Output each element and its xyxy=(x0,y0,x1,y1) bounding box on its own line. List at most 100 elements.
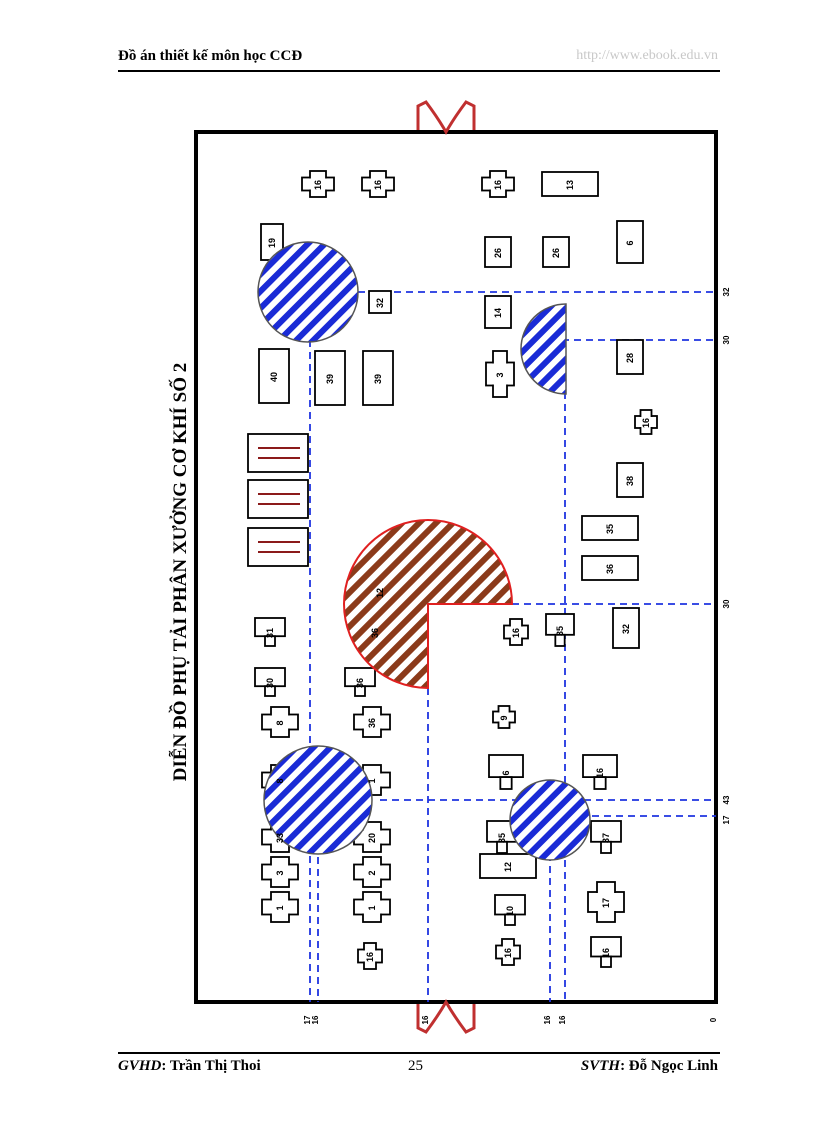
machine-label-38: 1 xyxy=(275,905,285,910)
load-circle-center xyxy=(343,519,514,690)
machine-label-36: 2 xyxy=(367,870,377,875)
machine-label-42: 16 xyxy=(503,948,513,958)
machine-label-26: 9 xyxy=(499,715,509,720)
machine-label-5: 19 xyxy=(267,238,277,248)
machine-2 xyxy=(361,170,395,198)
machine-32 xyxy=(353,821,391,853)
machine-label-35: 3 xyxy=(275,870,285,875)
machine-label-34: 37 xyxy=(601,833,611,843)
machine-label-30: 16 xyxy=(595,768,605,778)
bottom-feeder-label-3: 16 xyxy=(421,1015,430,1024)
footer-rule xyxy=(118,1052,720,1054)
page-header: Đồ án thiết kế môn học CCĐ http://www.eb… xyxy=(118,48,718,70)
machine-label-18: 35 xyxy=(605,524,615,534)
machine-label-22: 30 xyxy=(265,678,275,688)
machine-label-7: 26 xyxy=(551,248,561,258)
gvhd-label: GVHD xyxy=(118,1058,162,1074)
machine-40 xyxy=(357,942,383,970)
machine-25 xyxy=(353,706,391,738)
page-footer: GVHD: Trần Thị Thoi 25 SVTH: Đỗ Ngọc Lin… xyxy=(118,1058,718,1080)
machine-26 xyxy=(492,705,516,729)
machine-label-15: 28 xyxy=(625,353,635,363)
machine-label-10: 14 xyxy=(493,308,503,318)
machine-9 xyxy=(368,290,392,314)
machine-12 xyxy=(258,348,290,404)
footer-svth: SVTH: Đỗ Ngọc Linh xyxy=(581,1058,718,1075)
machine-41 xyxy=(494,894,526,926)
header-url[interactable]: http://www.ebook.edu.vn xyxy=(576,48,718,63)
machine-label-19: 36 xyxy=(605,564,615,574)
machine-label-3: 16 xyxy=(493,180,503,190)
machine-24 xyxy=(261,706,299,738)
right-feeder-label-3: 30 xyxy=(722,599,730,608)
machine-7 xyxy=(542,236,570,268)
header-rule xyxy=(118,70,720,72)
machine-30 xyxy=(582,754,618,790)
svth-name: : Đỗ Ngọc Linh xyxy=(620,1058,718,1074)
load-diagram: DIỄN ĐỒ PHỤ TẢI PHÂN XƯỞNG CƠ KHÍ SỐ 2 1… xyxy=(169,100,730,1034)
bottom-feeder-label-4: 16 xyxy=(543,1015,552,1024)
machine-label-25: 36 xyxy=(367,718,377,728)
machine-20 xyxy=(612,607,640,649)
machine-label-24: 8 xyxy=(275,720,285,725)
machine-label-6: 26 xyxy=(493,248,503,258)
bottom-feeder-label-1: 17 xyxy=(303,1015,312,1024)
machine-45 xyxy=(503,618,529,646)
machine-6 xyxy=(484,236,512,268)
machine-label-47: 12 xyxy=(375,588,385,598)
load-circle-bottom-right xyxy=(509,779,591,861)
machine-19 xyxy=(581,555,639,581)
machine-4 xyxy=(541,171,599,197)
page-number: 25 xyxy=(408,1058,423,1074)
header-title: Đồ án thiết kế môn học CCĐ xyxy=(118,48,303,64)
footer-gvhd: GVHD: Trần Thị Thoi xyxy=(118,1058,261,1075)
svth-label: SVTH xyxy=(580,1058,621,1074)
machine-label-32: 20 xyxy=(367,833,377,843)
machine-10 xyxy=(484,295,512,329)
machine-label-39: 1 xyxy=(367,905,377,910)
machine-1 xyxy=(301,170,335,198)
machine-label-41: 10 xyxy=(505,906,515,916)
machine-3 xyxy=(481,170,515,198)
machine-label-43: 17 xyxy=(601,898,611,908)
machine-label-44: 16 xyxy=(601,948,611,958)
machine-label-17: 38 xyxy=(625,476,635,486)
machine-15 xyxy=(616,339,644,375)
load-circle-top-right xyxy=(520,303,567,395)
right-feeder-label-2: 30 xyxy=(722,335,730,344)
right-feeder-label-1: 32 xyxy=(722,287,730,296)
machine-label-46: 35 xyxy=(555,626,565,636)
machine-36 xyxy=(353,856,391,888)
machine-23 xyxy=(344,667,376,697)
machine-label-33: 35 xyxy=(497,833,507,843)
machine-44 xyxy=(590,936,622,968)
machine-label-27: 8 xyxy=(275,778,285,783)
machine-label-37: 12 xyxy=(503,862,513,872)
machine-13 xyxy=(314,350,346,406)
machine-label-14: 39 xyxy=(373,374,383,384)
load-circle-top-left xyxy=(257,241,359,343)
machine-label-21: 31 xyxy=(265,628,275,638)
machine-29 xyxy=(488,754,524,790)
machine-17 xyxy=(616,462,644,498)
machine-21 xyxy=(254,617,286,647)
machine-label-11: 3 xyxy=(495,372,505,377)
machine-label-9: 32 xyxy=(375,298,385,308)
machine-43 xyxy=(587,881,625,923)
bottom-feeder-label-2: 16 xyxy=(311,1015,320,1024)
diagram-title-group: DIỄN ĐỒ PHỤ TẢI PHÂN XƯỞNG CƠ KHÍ SỐ 2 xyxy=(169,363,191,782)
machine-label-29: 6 xyxy=(501,770,511,775)
machine-label-31: 33 xyxy=(275,833,285,843)
machine-34 xyxy=(590,820,622,854)
load-circle-bottom-left xyxy=(263,745,373,855)
bottom-feeder-label-6: 0 xyxy=(709,1017,718,1022)
machine-22 xyxy=(254,667,286,697)
bottom-feeder-label-5: 16 xyxy=(558,1015,567,1024)
machine-16 xyxy=(634,409,658,435)
workshop-frame xyxy=(194,130,718,1004)
machine-label-40: 16 xyxy=(365,952,375,962)
machine-46 xyxy=(545,613,575,647)
machine-label-2: 16 xyxy=(373,180,383,190)
